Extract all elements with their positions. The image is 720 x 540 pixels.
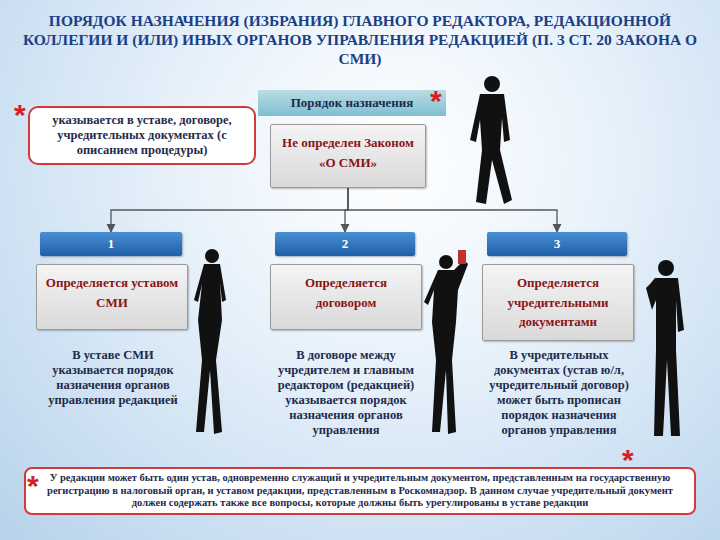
node-text: Определяется уставом СМИ [43, 273, 181, 312]
asterisk: * [430, 86, 442, 116]
process-box: Определяется уставом СМИ [36, 264, 188, 330]
process-box: Определяется договором [270, 264, 422, 330]
node-text: Не определен Законом «О СМИ» [277, 133, 419, 172]
body-text: В учредительных документах (устав ю/л, у… [486, 348, 632, 438]
node-text: Определяется договором [277, 273, 415, 312]
node-text: 3 [491, 236, 623, 252]
process-box: Не определен Законом «О СМИ» [270, 124, 426, 188]
header-band: Порядок назначения [258, 90, 446, 116]
callout-box: указывается в уставе, договоре, учредите… [28, 106, 256, 165]
node-text: 2 [279, 236, 411, 252]
note-box: У редакции может быть один устав, одновр… [24, 467, 696, 515]
node-text: Порядок назначения [262, 95, 442, 111]
number-band: 3 [487, 232, 627, 256]
node-text: 1 [44, 236, 178, 252]
node-text: указывается в уставе, договоре, учредите… [38, 113, 246, 158]
node-text: Определяется учредительными документами [489, 273, 627, 332]
asterisk: * [622, 445, 634, 475]
asterisk: * [14, 100, 26, 130]
page-title: ПОРЯДОК НАЗНАЧЕНИЯ (ИЗБРАНИЯ) ГЛАВНОГО Р… [20, 12, 700, 69]
node-text: У редакции может быть один устав, одновр… [36, 472, 684, 510]
process-box: Определяется учредительными документами [482, 264, 634, 341]
connector [111, 188, 348, 232]
number-band: 2 [275, 232, 415, 256]
number-band: 1 [40, 232, 182, 256]
connector [348, 188, 557, 232]
asterisk: * [27, 471, 39, 501]
body-text: В договоре между учредителем и главным р… [272, 348, 420, 438]
body-text: В уставе СМИ указывается порядок назначе… [38, 348, 188, 408]
